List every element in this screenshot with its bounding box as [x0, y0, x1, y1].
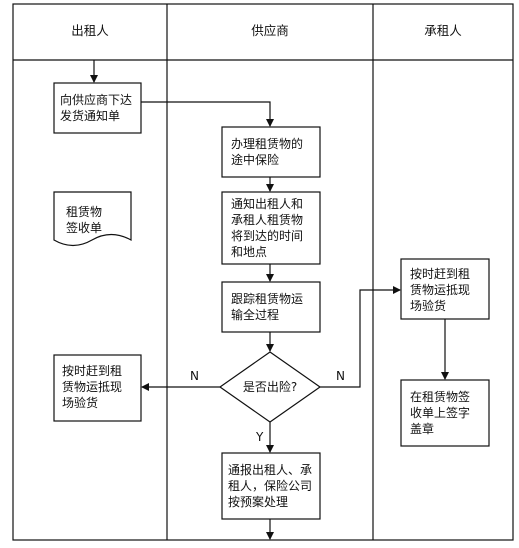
- receipt-document-shape: [53, 191, 132, 247]
- issue-notice-box: [53, 82, 142, 134]
- swimlane-frame: [12, 3, 514, 541]
- edge-label-yes: Y: [256, 430, 264, 444]
- report-label: 通报出租人、承 租人，保险公司 按预案处理: [228, 463, 313, 509]
- issue-notice-label: 向供应商下达 发货通知单: [60, 93, 133, 123]
- lessor-inspect-label: 按时赶到租 赁物运抵现 场验货: [62, 364, 123, 410]
- arrow-notice-to-insurance: [141, 101, 274, 127]
- report-box: [221, 452, 321, 520]
- receipt-document-label: 租赁物 签收单: [66, 205, 103, 235]
- track-label: 跟踪租赁物运 输全过程: [231, 292, 304, 322]
- insurance-label: 办理租赁物的 途中保险: [231, 137, 304, 167]
- lane-header-lessor: 出租人: [71, 23, 109, 38]
- notify-box: [221, 191, 321, 265]
- notify-label: 通知出租人和 承租人租赁物 将到达的时间 和地点: [231, 197, 304, 259]
- edge-label-left-n: N: [190, 369, 199, 383]
- lane-header-lessee: 承租人: [424, 23, 462, 38]
- sign-label: 在租赁物签 收单上签字 盖章: [410, 390, 471, 436]
- decision-label: 是否出险?: [242, 380, 298, 394]
- arrow-decision-to-lessee: [320, 286, 401, 388]
- lessee-inspect-label: 按时赶到租 赁物运抵现 场验货: [410, 267, 471, 313]
- lane-header-supplier: 供应商: [251, 23, 289, 38]
- track-box: [221, 281, 321, 333]
- edge-label-right-n: N: [336, 369, 345, 383]
- lessor-inspect-box: [53, 354, 142, 422]
- lessee-inspect-box: [400, 258, 490, 320]
- insurance-box: [221, 126, 321, 178]
- sign-box: [400, 379, 490, 447]
